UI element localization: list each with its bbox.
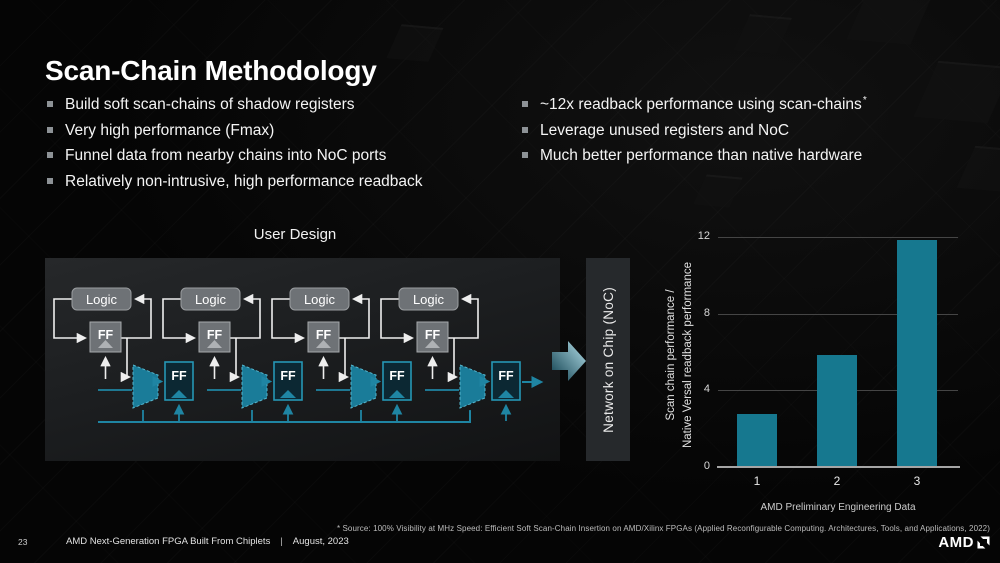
bullet-text: Much better performance than native hard… bbox=[540, 147, 863, 164]
footer-separator: | bbox=[280, 536, 283, 547]
chart-bar bbox=[897, 239, 937, 466]
bullet-item: Leverage unused registers and NoC bbox=[520, 118, 990, 144]
chart-y-tick-label: 12 bbox=[697, 230, 710, 242]
chart-caption: AMD Preliminary Engineering Data bbox=[760, 502, 916, 513]
performance-bar-chart: Scan chain performance / Native Versal r… bbox=[650, 222, 990, 522]
bullet-square-icon bbox=[47, 101, 53, 107]
footer-date: August, 2023 bbox=[292, 536, 349, 547]
chart-y-tick-label: 4 bbox=[703, 383, 710, 396]
scan-chain-schematic: Logic FF FF bbox=[45, 258, 544, 423]
chart-y-tick-label: 0 bbox=[703, 460, 710, 472]
diagram-title: User Design bbox=[253, 226, 337, 243]
background-chip-decoration bbox=[846, 0, 934, 45]
bullet-item: Funnel data from nearby chains into NoC … bbox=[45, 143, 510, 169]
chart-bar bbox=[817, 354, 857, 466]
chart-y-tick-label: 8 bbox=[703, 306, 710, 319]
bullet-text: ~12x readback performance using scan-cha… bbox=[540, 94, 867, 113]
bullet-item: Build soft scan-chains of shadow registe… bbox=[45, 92, 510, 118]
bullet-item: Relatively non-intrusive, high performan… bbox=[45, 169, 510, 195]
footnote-asterisk: * bbox=[862, 94, 867, 106]
bullet-square-icon bbox=[47, 152, 53, 158]
bullet-item: Much better performance than native hard… bbox=[520, 143, 990, 169]
amd-logo: AMD bbox=[938, 534, 990, 551]
footer-title: AMD Next-Generation FPGA Built From Chip… bbox=[66, 536, 349, 547]
bullet-text: Funnel data from nearby chains into NoC … bbox=[65, 147, 387, 164]
flow-arrow-icon bbox=[552, 339, 588, 388]
bullet-item: Very high performance (Fmax) bbox=[45, 118, 510, 144]
scan-bus-wire bbox=[98, 411, 471, 423]
amd-wordmark: AMD bbox=[938, 534, 974, 551]
source-footnote: * Source: 100% Visibility at MHz Speed: … bbox=[336, 524, 990, 533]
bullet-text: Build soft scan-chains of shadow registe… bbox=[65, 96, 355, 113]
page-title: Scan-Chain Methodology bbox=[45, 54, 377, 86]
amd-arrow-icon bbox=[977, 536, 990, 549]
chart-x-axis-line bbox=[717, 466, 960, 468]
chart-x-tick-label: 1 bbox=[753, 474, 761, 488]
background-chip-decoration bbox=[693, 174, 743, 208]
bullet-list-left: Build soft scan-chains of shadow registe… bbox=[45, 92, 510, 194]
background-chip-decoration bbox=[733, 14, 793, 54]
chart-x-tick-label: 2 bbox=[833, 474, 841, 488]
bullet-square-icon bbox=[522, 126, 528, 133]
user-design-diagram: Logic FF FF bbox=[45, 258, 560, 461]
chart-gridline bbox=[718, 313, 958, 315]
bullet-square-icon bbox=[522, 152, 528, 158]
chart-bar bbox=[737, 414, 777, 466]
bullet-square-icon bbox=[47, 177, 53, 184]
bullet-square-icon bbox=[522, 101, 528, 107]
chart-gridline bbox=[718, 237, 958, 238]
background-chip-decoration bbox=[386, 24, 444, 62]
page-number: 23 bbox=[18, 537, 28, 547]
chart-x-tick-label: 3 bbox=[913, 474, 921, 488]
bullet-item: ~12x readback performance using scan-cha… bbox=[520, 92, 990, 118]
bullet-list-right: ~12x readback performance using scan-cha… bbox=[520, 92, 990, 169]
noc-box: Network on Chip (NoC) bbox=[586, 258, 630, 461]
chart-plot bbox=[718, 222, 958, 467]
bullet-text: Relatively non-intrusive, high performan… bbox=[65, 172, 423, 190]
noc-label: Network on Chip (NoC) bbox=[600, 286, 616, 433]
bullet-text: Very high performance (Fmax) bbox=[65, 121, 275, 139]
bullet-text: Leverage unused registers and NoC bbox=[540, 121, 790, 139]
bullet-square-icon bbox=[47, 126, 53, 133]
